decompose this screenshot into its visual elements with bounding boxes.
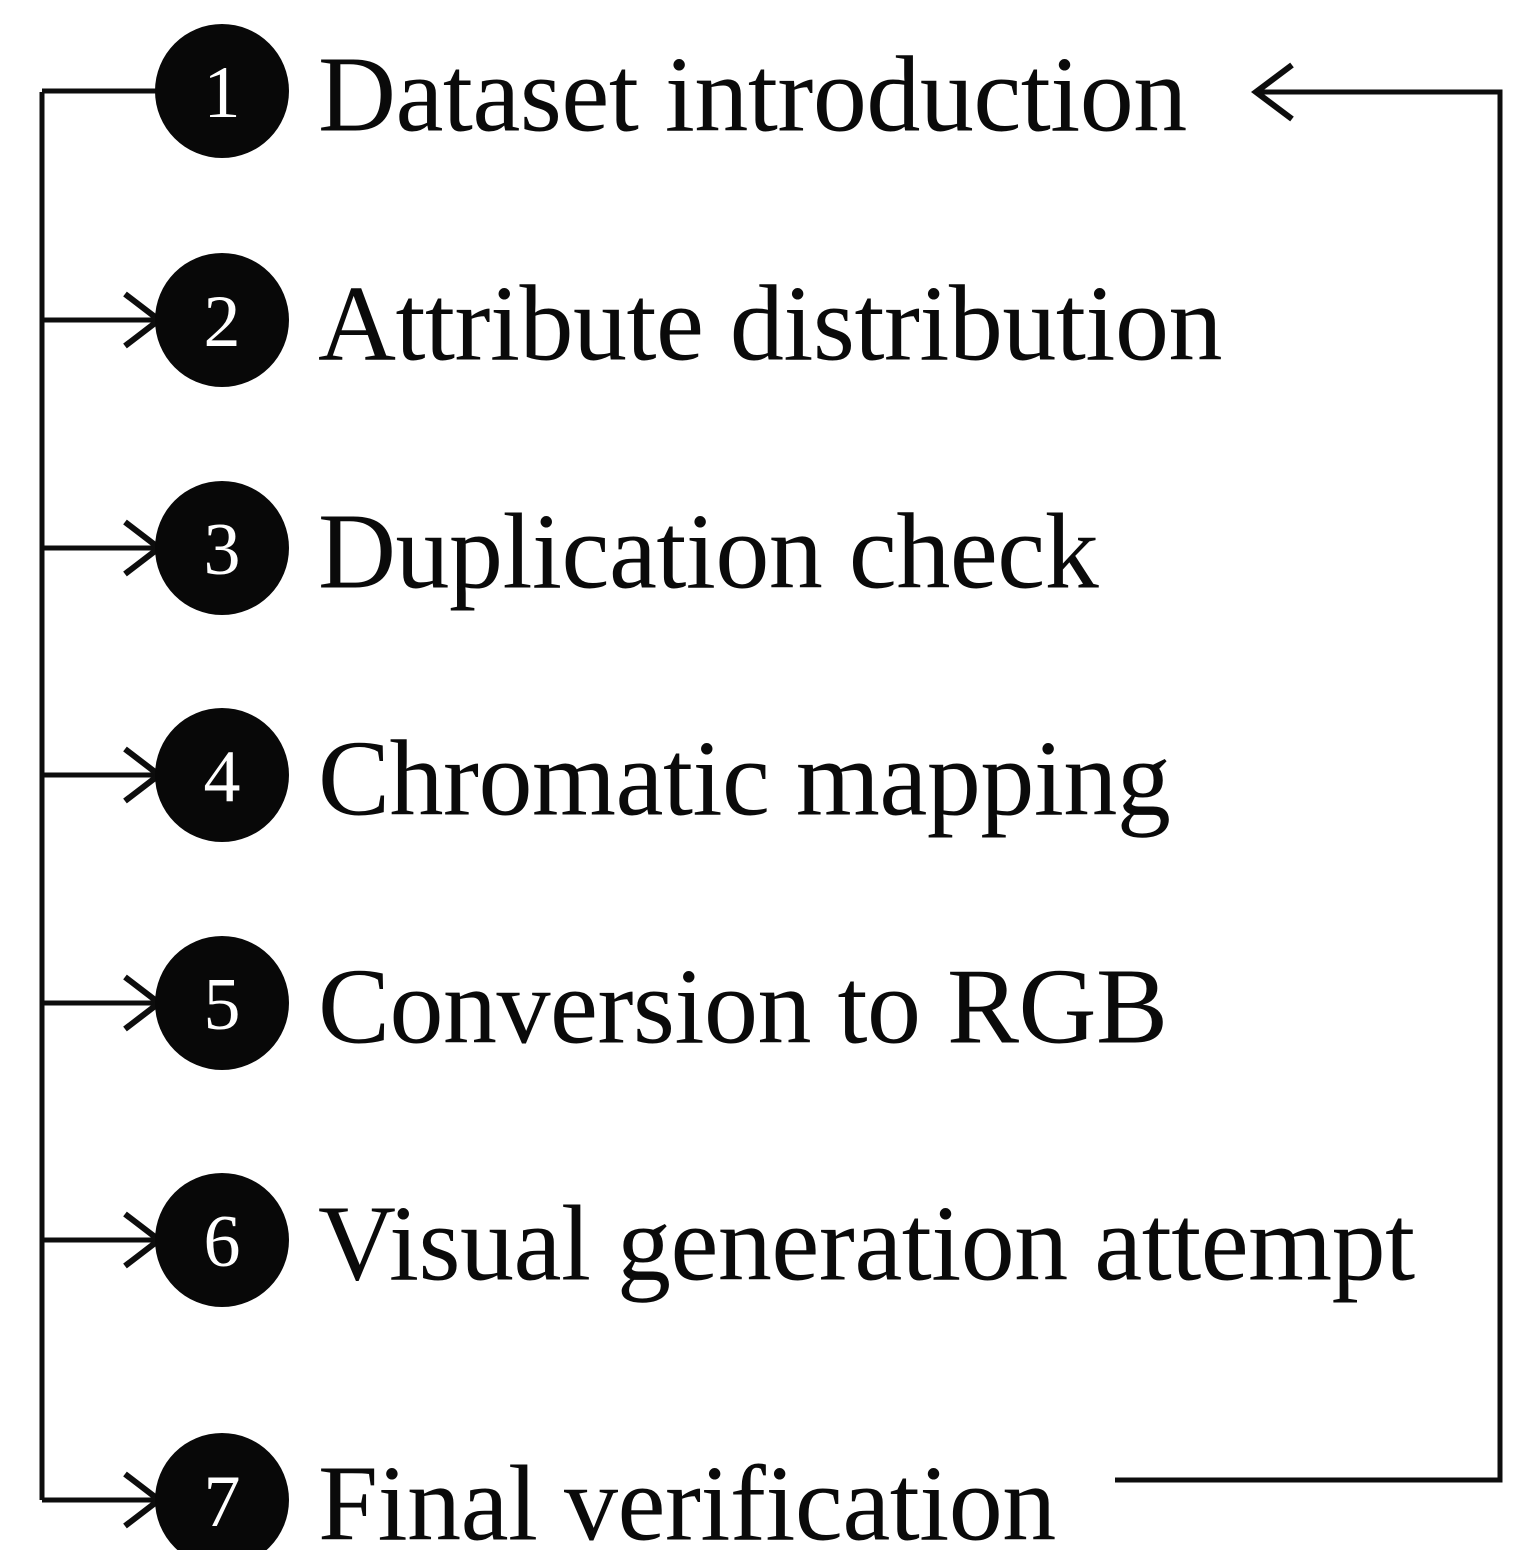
step-label-3: Duplication check: [318, 493, 1099, 612]
feedback-loop-line: [1115, 89, 1503, 1483]
step-circle-3[interactable]: [155, 481, 289, 615]
step-number-7: 7: [204, 1461, 241, 1543]
step-node-4[interactable]: 4: [155, 708, 289, 842]
step-number-5: 5: [204, 964, 241, 1046]
step-node-7[interactable]: 7: [155, 1433, 289, 1550]
step-nodes-group: 1 2 3 4 5 6 7: [155, 24, 289, 1550]
step-circle-2[interactable]: [155, 253, 289, 387]
step-circle-1[interactable]: [155, 24, 289, 158]
step-label-1: Dataset introduction: [318, 36, 1187, 155]
step-node-5[interactable]: 5: [155, 936, 289, 1070]
step-node-1[interactable]: 1: [155, 24, 289, 158]
step-number-1: 1: [204, 52, 241, 134]
step-node-2[interactable]: 2: [155, 253, 289, 387]
step-number-4: 4: [204, 736, 241, 818]
step-circle-4[interactable]: [155, 708, 289, 842]
step-label-7: Final verification: [318, 1445, 1056, 1550]
step-label-6: Visual generation attempt: [318, 1185, 1415, 1304]
step-circle-7[interactable]: [155, 1433, 289, 1550]
step-label-2: Attribute distribution: [318, 265, 1222, 384]
step-number-2: 2: [204, 281, 241, 363]
step-node-6[interactable]: 6: [155, 1173, 289, 1307]
feedback-loop-arrowhead-icon: [1251, 62, 1294, 122]
step-label-4: Chromatic mapping: [318, 720, 1170, 839]
step-number-6: 6: [204, 1201, 241, 1283]
step-label-5: Conversion to RGB: [318, 948, 1168, 1067]
step-node-3[interactable]: 3: [155, 481, 289, 615]
branch-lines-group: [42, 88, 159, 1503]
step-circle-5[interactable]: [155, 936, 289, 1070]
branch-arrowheads-group: [123, 291, 164, 1529]
step-circle-6[interactable]: [155, 1173, 289, 1307]
step-number-3: 3: [204, 509, 241, 591]
